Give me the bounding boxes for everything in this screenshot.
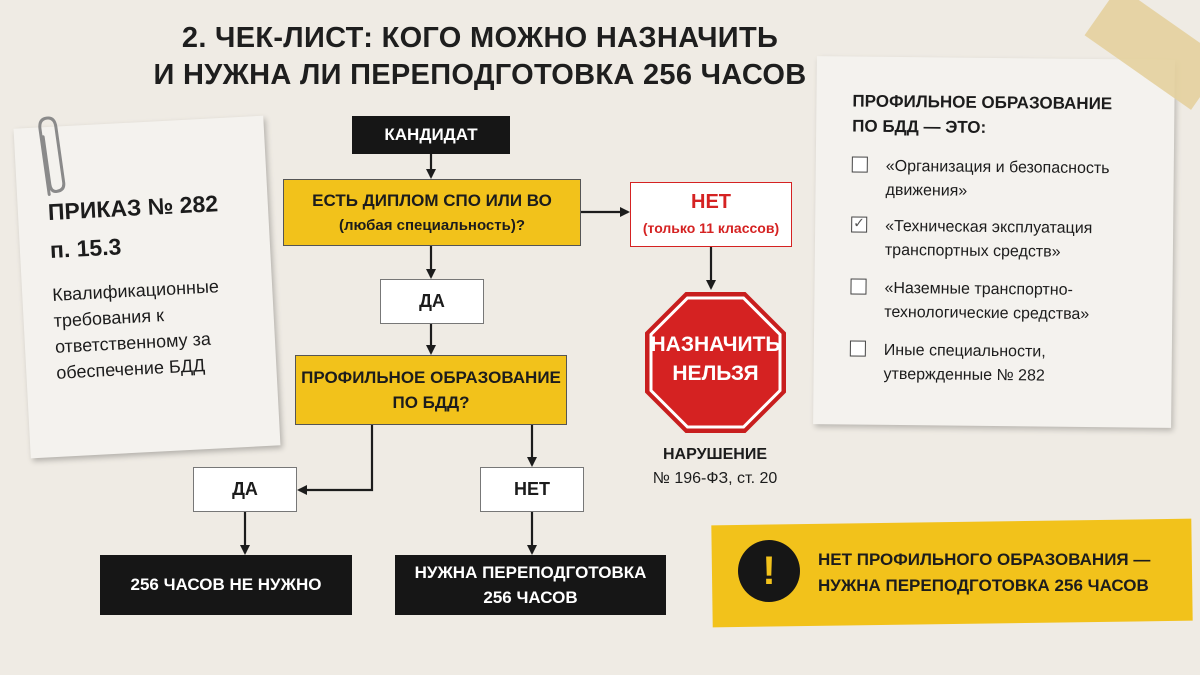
paperclip-icon <box>38 116 66 196</box>
warning-text: НЕТ ПРОФИЛЬНОГО ОБРАЗОВАНИЯ — НУЖНА ПЕРЕ… <box>818 550 1151 595</box>
stop-sign-icon <box>645 292 786 433</box>
yes-node-1: ДА <box>380 279 484 324</box>
result-not-needed-node: 256 ЧАСОВ НЕ НУЖНО <box>100 555 352 615</box>
warning-icon: ! <box>738 540 800 602</box>
no-node-2: НЕТ <box>480 467 584 512</box>
arrow-profile-yes <box>297 425 374 495</box>
result-needed-node: НУЖНА ПЕРЕПОДГОТОВКА 256 ЧАСОВ <box>395 555 666 615</box>
no-node-1: НЕТ (только 11 классов) <box>630 182 792 247</box>
violation-label: НАРУШЕНИЕ № 196-ФЗ, ст. 20 <box>652 446 778 487</box>
diploma-question-node: ЕСТЬ ДИПЛОМ СПО ИЛИ ВО (любая специально… <box>283 179 581 246</box>
title-line-1: 2. ЧЕК-ЛИСТ: КОГО МОЖНО НАЗНАЧИТЬ <box>181 22 779 54</box>
title-line-2: И НУЖНА ЛИ ПЕРЕПОДГОТОВКА 256 ЧАСОВ <box>153 59 807 91</box>
page-title: 2. ЧЕК-ЛИСТ: КОГО МОЖНО НАЗНАЧИТЬ И НУЖН… <box>150 20 810 94</box>
yes-node-2: ДА <box>193 467 297 512</box>
candidate-node: КАНДИДАТ <box>352 116 510 154</box>
stop-sign-text: НАЗНАЧИТЬ НЕЛЬЗЯ <box>650 333 781 385</box>
profile-question-node: ПРОФИЛЬНОЕ ОБРАЗОВАНИЕ ПО БДД? <box>295 355 567 425</box>
